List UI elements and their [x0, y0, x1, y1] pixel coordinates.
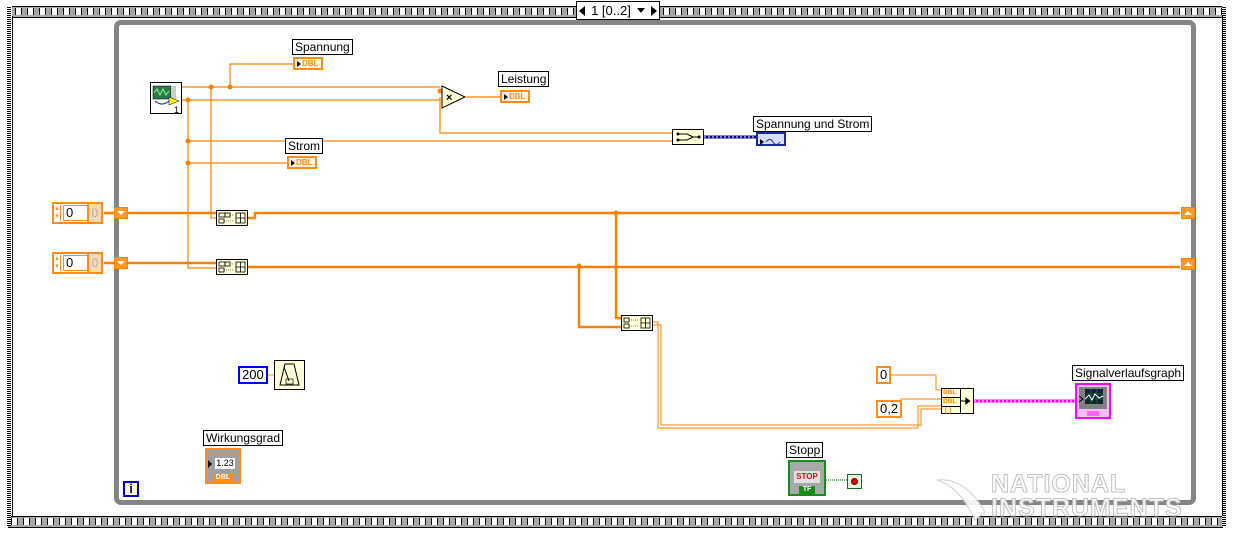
shift-register-2-left[interactable]	[114, 257, 128, 269]
wire-split-vertical	[210, 87, 216, 219]
build-array-node-1[interactable]	[216, 210, 248, 226]
multiply-symbol: ×	[446, 92, 452, 104]
stop-if-true-icon	[851, 478, 858, 485]
input-arrow-icon	[208, 460, 212, 468]
dbl-tag: DBL	[213, 474, 233, 482]
decrement-arrow-icon[interactable]	[579, 5, 585, 16]
shift-register-1-array-index[interactable]: 0	[87, 202, 103, 224]
junction-dot	[208, 84, 214, 90]
bundle-node[interactable]: DBL DBL [ ]	[941, 388, 974, 414]
increment-arrow-icon[interactable]	[650, 5, 657, 16]
dbl-tag: DBL	[509, 92, 526, 101]
wire-strom	[188, 140, 672, 164]
wire-x0-to-bundle	[890, 374, 942, 391]
up-arrow-icon	[1184, 211, 1192, 215]
strom-label: Strom	[285, 138, 324, 154]
daq-channel-index: 1	[173, 105, 179, 115]
frame-selector-label: 1 [0..2]	[591, 3, 631, 18]
stop-button-text: STOP	[794, 471, 820, 483]
metronome-icon	[279, 363, 300, 386]
build-array-icon	[623, 317, 651, 329]
stopp-control[interactable]: STOP TF	[788, 460, 826, 496]
junction-dot	[185, 97, 191, 103]
spannung-und-strom-label: Spannung und Strom	[753, 116, 873, 132]
up-arrow-icon	[1184, 262, 1192, 266]
junction-dot	[437, 88, 443, 94]
sequence-frame-right	[1222, 6, 1226, 526]
build-array-icon	[218, 212, 246, 224]
signalverlaufsgraph-label: Signalverlaufsgraph	[1072, 365, 1185, 381]
junction-dot	[576, 263, 582, 269]
increment-decrement-icon[interactable]: ▴▾	[54, 255, 61, 271]
x0-constant[interactable]: 0	[876, 366, 892, 384]
sequence-inner-border	[12, 16, 1223, 516]
strom-indicator[interactable]: DBL	[287, 156, 317, 169]
wire-sr1-to-build	[614, 213, 622, 320]
leistung-indicator[interactable]: DBL	[500, 90, 530, 103]
shift-register-1-left[interactable]	[114, 207, 128, 219]
ni-watermark-line2: INSTRUMENTS	[991, 494, 1183, 522]
sequence-frame-left	[7, 6, 11, 526]
signalverlaufsgraph-indicator[interactable]	[1075, 383, 1111, 419]
wire-shift-register-1	[104, 211, 1180, 220]
stopp-label: Stopp	[786, 442, 824, 458]
bundle-terminal-2: DBL	[942, 398, 961, 407]
bundle-terminal-1: DBL	[942, 389, 961, 398]
junction-dot	[613, 210, 619, 216]
increment-decrement-icon[interactable]: ▴▾	[54, 205, 61, 221]
wirkungsgrad-value: 1.23	[215, 458, 235, 469]
wait-ms-constant[interactable]: 200	[238, 366, 268, 384]
ni-watermark: NATIONAL INSTRUMENTS	[936, 470, 1183, 522]
down-arrow-icon	[117, 211, 125, 215]
merge-signals-icon	[676, 132, 701, 142]
junction-dot	[185, 138, 191, 144]
waveform-icon	[760, 139, 781, 145]
build-array-node-2[interactable]	[216, 259, 248, 275]
shift-register-2-array-index[interactable]: 0	[87, 252, 103, 274]
bundle-arrow-icon	[961, 397, 971, 405]
shift-register-1-right[interactable]	[1181, 207, 1195, 219]
daq-assistant-node[interactable]: 1	[150, 82, 182, 115]
bundle-terminal-3: [ ]	[945, 407, 952, 414]
daq-assistant-icon	[152, 85, 180, 106]
iteration-terminal: i	[123, 481, 139, 497]
spannung-und-strom-indicator[interactable]	[756, 132, 786, 146]
dropdown-icon[interactable]	[636, 8, 645, 13]
spannung-indicator[interactable]: DBL	[293, 57, 323, 70]
merge-signals-node[interactable]	[672, 129, 704, 145]
ni-logo-icon	[936, 479, 986, 521]
sequence-frame-bottom	[8, 516, 1223, 528]
wire-daq-spannung	[182, 63, 440, 88]
frame-selector[interactable]: 1 [0..2]	[576, 1, 660, 20]
dbl-tag: DBL	[302, 59, 319, 68]
dbl-tag: DBL	[296, 158, 313, 167]
leistung-label: Leistung	[498, 71, 550, 87]
down-arrow-icon	[117, 261, 125, 265]
wire-shift-register-2	[104, 261, 1180, 269]
wire-array-to-bundle	[653, 321, 942, 429]
tf-tag: TF	[799, 486, 815, 494]
wait-until-next-ms-node[interactable]	[274, 360, 305, 390]
spannung-label: Spannung	[292, 39, 353, 55]
build-array-icon	[218, 261, 246, 273]
waveform-graph-icon	[1078, 387, 1107, 416]
wirkungsgrad-label: Wirkungsgrad	[203, 430, 284, 446]
dx-constant[interactable]: 0,2	[876, 400, 903, 418]
loop-condition-terminal[interactable]	[847, 474, 862, 489]
ni-watermark-line1: NATIONAL	[991, 470, 1127, 498]
multiply-node[interactable]: ×	[441, 85, 467, 109]
junction-dot	[227, 84, 233, 90]
junction-dot	[185, 160, 191, 166]
wirkungsgrad-indicator[interactable]: 1.23 DBL	[205, 448, 241, 484]
wire-daq-bus	[182, 99, 440, 269]
wire-to-merge	[439, 97, 672, 134]
shift-register-2-right[interactable]	[1181, 258, 1195, 270]
wire-sr2-to-build	[577, 266, 622, 329]
build-array-node-3[interactable]	[621, 315, 653, 331]
